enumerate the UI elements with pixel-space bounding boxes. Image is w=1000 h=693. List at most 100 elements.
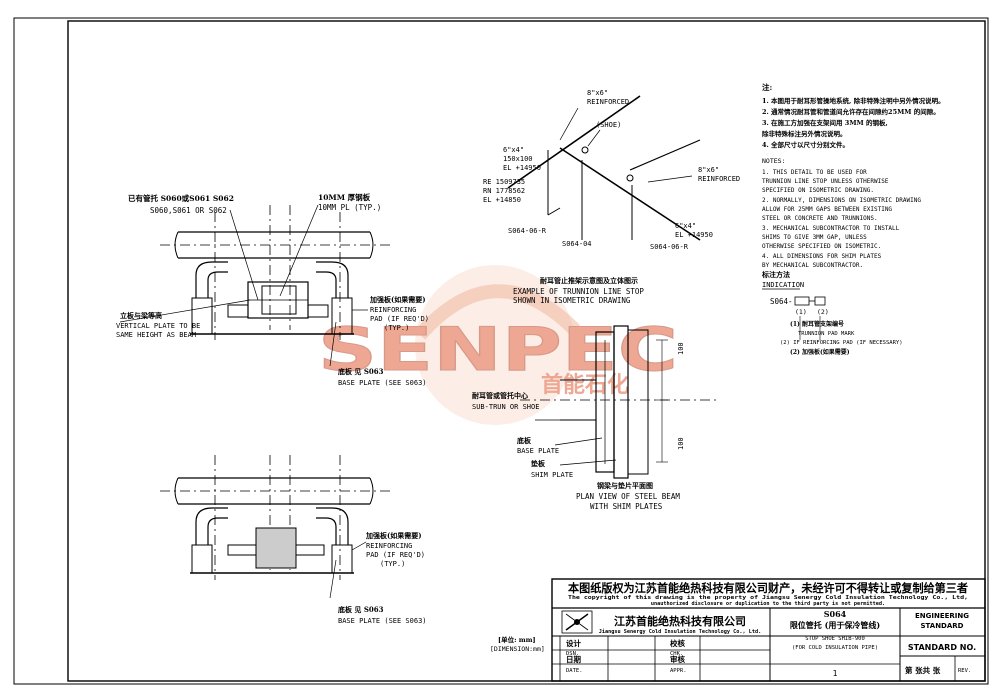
plan-dim-2: 100 [677, 437, 685, 450]
iso-coord-el: EL +14850 [483, 196, 521, 204]
company-name-cn: 江苏首能绝热科技有限公司 [614, 614, 746, 628]
pad-label-1: REINFORCING [370, 306, 416, 314]
indication-item1: TRUNNION PAD MARK [798, 331, 855, 337]
iso-ref-3: S064-06-R [650, 243, 689, 251]
notes-en-8: SHIMS TO GIVE 3MM GAP, UNLESS [762, 234, 867, 241]
indication-mark-1: (1) [795, 308, 807, 316]
iso-left-size-2: 150x100 [503, 155, 533, 163]
company-name-en: Jiangsu Senergy Cold Insulation Technolo… [599, 629, 761, 635]
watermark-brand: SENPEC [318, 315, 678, 385]
copyright-en-2: unauthorized disclosure or duplication t… [651, 601, 885, 607]
notes-en-6: STEEL OR CONCRETE AND TRUNNIONS. [762, 215, 878, 222]
date-cn: 日期 [566, 654, 581, 664]
bottom-base: BASE PLATE (SEE S063) [338, 617, 427, 625]
title-block [551, 578, 986, 682]
indication-box-2 [814, 296, 826, 306]
drawing-title-en-2: (FOR COLD INSULATION PIPE) [792, 645, 878, 651]
isometric-view [507, 95, 701, 241]
std-number-label: STANDARD NO. [908, 643, 976, 652]
indication-cn-heading: 标注方法 [761, 270, 790, 279]
top-elevation-view [119, 204, 390, 367]
iso-right-el-1: 6"x4" [675, 222, 696, 230]
indication-code: S064- [770, 297, 793, 306]
notes-en-heading: NOTES: [762, 157, 785, 165]
notes-en-5: ALLOW FOR 25MM GAPS BETWEEN EXISTING [762, 206, 892, 213]
notes-en-11: BY MECHANICAL SUBCONTRACTOR. [762, 262, 863, 269]
drawing-number: S064 [824, 609, 847, 619]
plan-base: BASE PLATE [517, 447, 559, 455]
drawing-title-en-1: STOP SHOE SHIB-900 [805, 636, 865, 642]
design-cn: 设计 [566, 638, 581, 648]
iso-ref-2: S064-04 [562, 240, 592, 248]
plan-caption-cn: 钢梁与垫片平面图 [597, 481, 653, 490]
bottom-pad-2: PAD (IF REQ'D) [366, 551, 425, 559]
notes-en-7: 3. MECHANICAL SUBCONTRACTOR TO INSTALL [762, 225, 900, 232]
iso-reinf-right-1: 8"x6" [698, 166, 719, 174]
pad-label-3: (TYP.) [384, 324, 409, 332]
plan-view [520, 325, 720, 479]
date-label: DATE. [566, 668, 583, 674]
iso-caption-1: EXAMPLE OF TRUNNION LINE STOP [513, 287, 644, 296]
approve-label: APPR. [670, 668, 687, 674]
bottom-pad-1: REINFORCING [366, 542, 412, 550]
copyright-en-1: The copyright of this drawing is the pro… [568, 595, 968, 601]
std-label-1: ENGINEERING [915, 612, 969, 620]
revision-label: REV. [958, 668, 971, 674]
notes-cn-3: 3. 在施工方加强在支架间用 3MM 的钢板, [762, 118, 888, 127]
notes-cn-5: 4. 全部尺寸以尺寸分别文件。 [762, 140, 849, 149]
iso-shoe: (SHOE) [596, 121, 621, 129]
notes-en-3: SPECIFIED ON ISOMETRIC DRAWING. [762, 187, 874, 194]
plan-dim-1: 100 [677, 342, 685, 355]
pad-cn-label: 加强板(如果需要) [369, 295, 426, 304]
indication-item2: (2) IF REINFORCING PAD (IF NECESSARY) [780, 340, 903, 346]
plan-shim: SHIM PLATE [531, 471, 573, 479]
plan-shim-cn: 垫板 [531, 459, 546, 468]
plan-base-cn: 底板 [517, 436, 532, 445]
vplate-cn-label: 立板与梁等高 [120, 311, 162, 320]
unit-note-cn: [单位: mm] [498, 635, 536, 644]
plan-caption-1: PLAN VIEW OF STEEL BEAM [576, 492, 680, 501]
plan-sub-cn: 耐耳管或管托中心 [472, 391, 528, 400]
bottom-pad-3: (TYP.) [380, 560, 405, 568]
indication-item2-cn: (2) 加强板(如果需要) [790, 348, 850, 356]
iso-coord-rn: RN 1778562 [483, 187, 525, 195]
plate-label: 10MM PL (TYP.) [318, 203, 381, 212]
company-logo-icon [565, 613, 589, 631]
top-en-label: S060,S061 OR S062 [150, 206, 227, 215]
iso-right-el-2: EL +14950 [675, 231, 713, 239]
vplate-label-1: VERTICAL PLATE TO BE [116, 322, 200, 330]
plate-cn-label: 10MM 厚钢板 [318, 192, 371, 202]
outer-border [13, 17, 989, 685]
iso-reinf-top-2: REINFORCED [587, 98, 629, 106]
notes-cn-4: 除非特殊标注另外情况说明。 [762, 129, 847, 138]
iso-reinf-top-1: 8"x6" [587, 89, 608, 97]
bottom-pad-cn: 加强板(如果需要) [365, 531, 422, 540]
notes-en-10: 4. ALL DIMENSIONS FOR SHIM PLATES [762, 253, 882, 260]
iso-left-size-3: EL +14950 [503, 164, 541, 172]
inner-border [67, 20, 986, 682]
iso-caption-cn: 耐耳管止推架示意图及立体图示 [540, 276, 638, 285]
iso-left-size-1: 6"x4" [503, 146, 524, 154]
pad-label-2: PAD (IF REQ'D) [370, 315, 429, 323]
bottom-base-cn: 底板 见 S063 [338, 605, 384, 614]
notes-en-1: 1. THIS DETAIL TO BE USED FOR [762, 169, 867, 176]
top-cn-label: 已有管托 S060或S061 S062 [128, 193, 234, 203]
drawing-title-cn: 限位管托 (用于保冷管线) [790, 620, 881, 630]
base-cn-label: 底板 见 S063 [338, 367, 384, 376]
notes-cn-heading: 注: [762, 82, 772, 92]
notes-cn-2: 2. 通常情况耐耳管和管道间允许存在间隙约25MM 的间隙。 [762, 107, 940, 116]
indication-heading: INDICATION [762, 281, 804, 289]
notes-en-9: OTHERWISE SPECIFIED ON ISOMETRIC. [762, 243, 881, 250]
sheet-number: 1 [833, 669, 838, 678]
check-cn: 校核 [670, 638, 685, 648]
std-label-2: STANDARD [921, 622, 964, 630]
indication-item1-cn: (1) 耐耳管支架编号 [790, 320, 844, 328]
watermark-cn: 首能石化 [541, 372, 629, 398]
iso-coord-re: RE 1509735 [483, 178, 525, 186]
plan-sub: SUB-TRUN OR SHOE [472, 403, 539, 411]
iso-caption-2: SHOWN IN ISOMETRIC DRAWING [513, 296, 631, 305]
page-count: 第 张共 张 [905, 665, 941, 675]
approve-cn: 审核 [670, 654, 685, 664]
notes-cn-1: 1. 本图用于耐耳形管操地系统, 除非特殊注明中另外情况说明。 [762, 96, 945, 105]
indication-box-1 [794, 296, 810, 306]
